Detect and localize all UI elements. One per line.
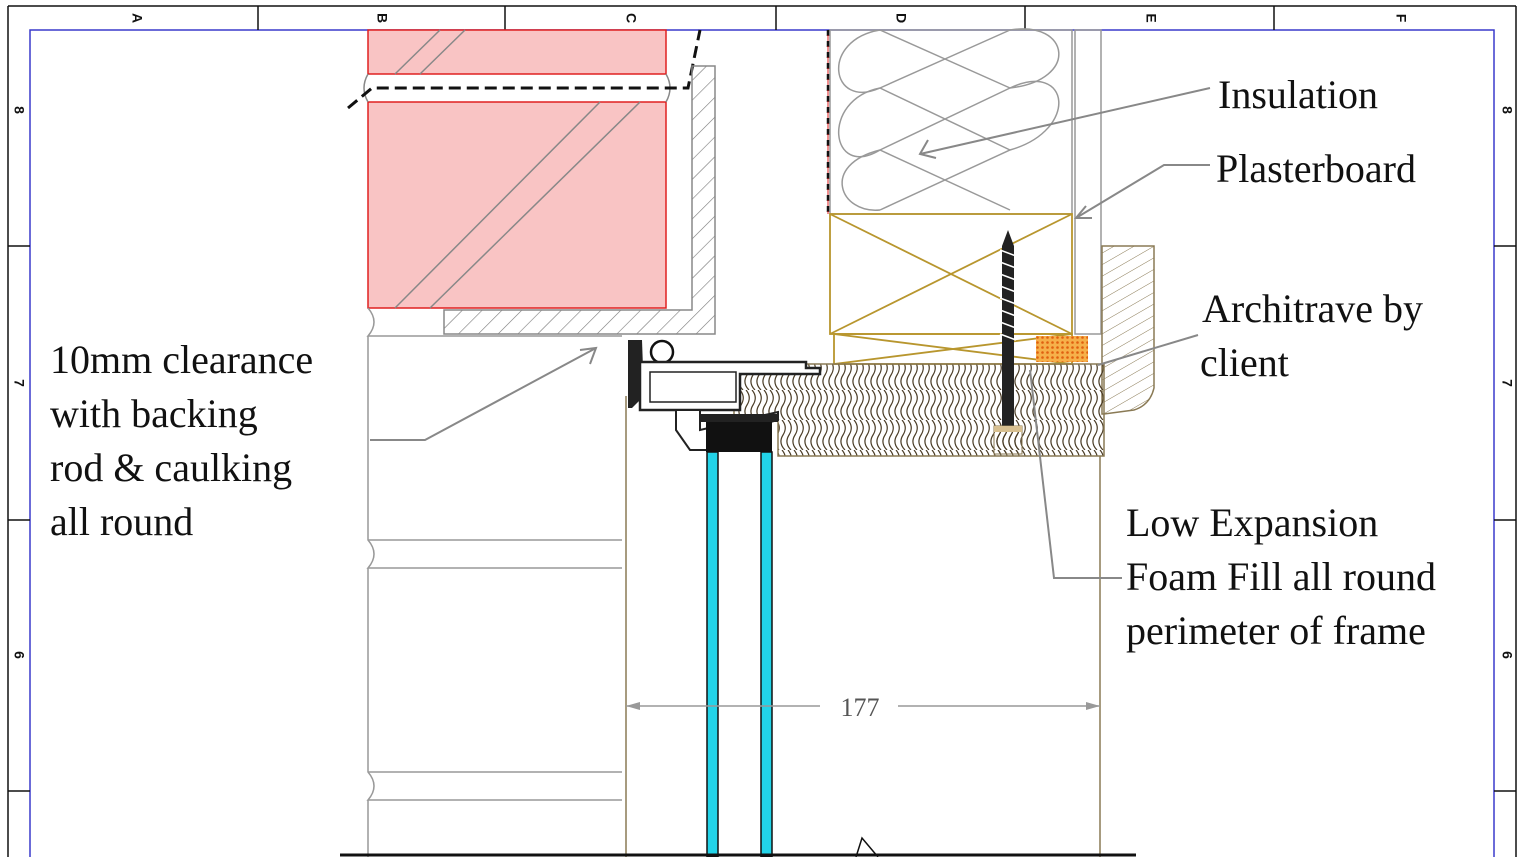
- dimension-line: [626, 702, 1100, 710]
- grid-col-label: E: [1143, 13, 1159, 22]
- timber-batten: [829, 213, 1073, 365]
- brick-lower-courses: [366, 307, 622, 857]
- glass-pane-inner: [760, 451, 773, 858]
- fixing-screw: [993, 230, 1023, 455]
- steel-lintel: [443, 65, 716, 335]
- grid-row-label: 8: [11, 106, 27, 114]
- grid-row-label: 7: [1499, 379, 1515, 387]
- label-clearance: 10mm clearance: [50, 337, 313, 382]
- grid-column-ticks: [8, 6, 1516, 792]
- grid-col-label: D: [893, 13, 909, 23]
- label-clearance: all round: [50, 499, 193, 544]
- label-clearance: with backing: [50, 391, 258, 436]
- plasterboard: [1074, 29, 1102, 335]
- foam-fill: [1036, 336, 1088, 362]
- brick-outer-leaf: [367, 29, 667, 309]
- leader-lines: [370, 87, 1211, 579]
- label-architrave: Architrave by: [1202, 286, 1423, 331]
- drawing-border: [29, 29, 1495, 862]
- glass-pane-outer: [706, 451, 719, 858]
- timber-frame-head: [733, 363, 1105, 457]
- dpc-line: [347, 29, 702, 110]
- label-plasterboard: Plasterboard: [1216, 146, 1416, 191]
- label-foam-fill: Foam Fill all round: [1126, 554, 1436, 599]
- label-architrave: client: [1200, 340, 1289, 385]
- grid-col-label: A: [129, 13, 145, 23]
- grid-row-label: 8: [1499, 106, 1515, 114]
- architrave: [1101, 245, 1155, 415]
- grid-col-label: B: [374, 13, 390, 23]
- dimension-value: 177: [841, 693, 880, 722]
- aluminium-cladding-profile: [628, 339, 822, 452]
- label-foam-fill: Low Expansion: [1126, 500, 1378, 545]
- label-insulation: Insulation: [1218, 72, 1378, 117]
- grid-row-label: 6: [1499, 651, 1515, 659]
- grid-row-label: 7: [11, 379, 27, 387]
- grid-col-label: C: [623, 13, 639, 23]
- grid-col-label: F: [1393, 14, 1409, 23]
- grid-row-label: 6: [11, 651, 27, 659]
- label-foam-fill: perimeter of frame: [1126, 608, 1426, 653]
- label-clearance: rod & caulking: [50, 445, 292, 490]
